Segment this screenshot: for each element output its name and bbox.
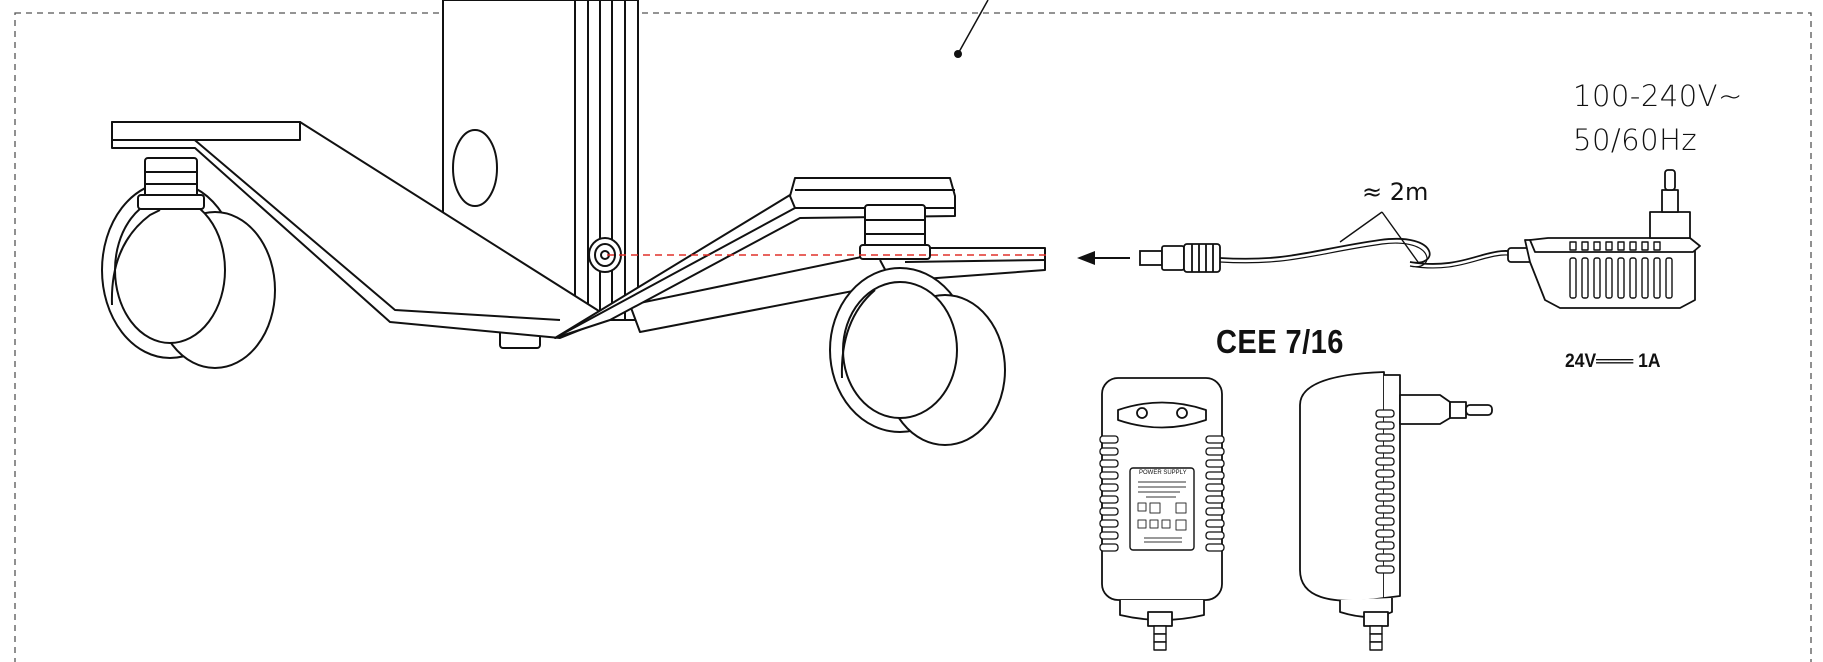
adapter-front-view: [1099, 377, 1225, 651]
leader-line: [954, 0, 989, 58]
wall-adapter-side: [1507, 169, 1701, 309]
insert-arrow: [1077, 251, 1130, 265]
output-rating-label: 24V═══ 1A: [1565, 351, 1661, 372]
adapter-side-view: [1299, 371, 1493, 651]
heater-column: [442, 0, 639, 349]
cord-length-callout: [1339, 211, 1419, 263]
plug-standard-label: CEE 7/16: [1216, 323, 1344, 360]
left-arm: [111, 121, 611, 339]
cord-length-label: ≈ 2m: [1362, 178, 1429, 206]
power-cord: [1219, 237, 1553, 265]
power-cord-edge: [1219, 242, 1553, 269]
adapter-label-title: POWER SUPPLY: [1139, 470, 1187, 476]
input-frequency-label: 50/60Hz: [1573, 123, 1698, 157]
right-caster: [829, 204, 1006, 446]
dc-socket: [588, 237, 622, 273]
left-caster: [101, 157, 276, 369]
heater-base: [101, 0, 1046, 446]
dashed-border: [14, 12, 1812, 662]
input-voltage-label: 100-240V~: [1573, 79, 1743, 113]
dc-plug: [1139, 243, 1221, 273]
